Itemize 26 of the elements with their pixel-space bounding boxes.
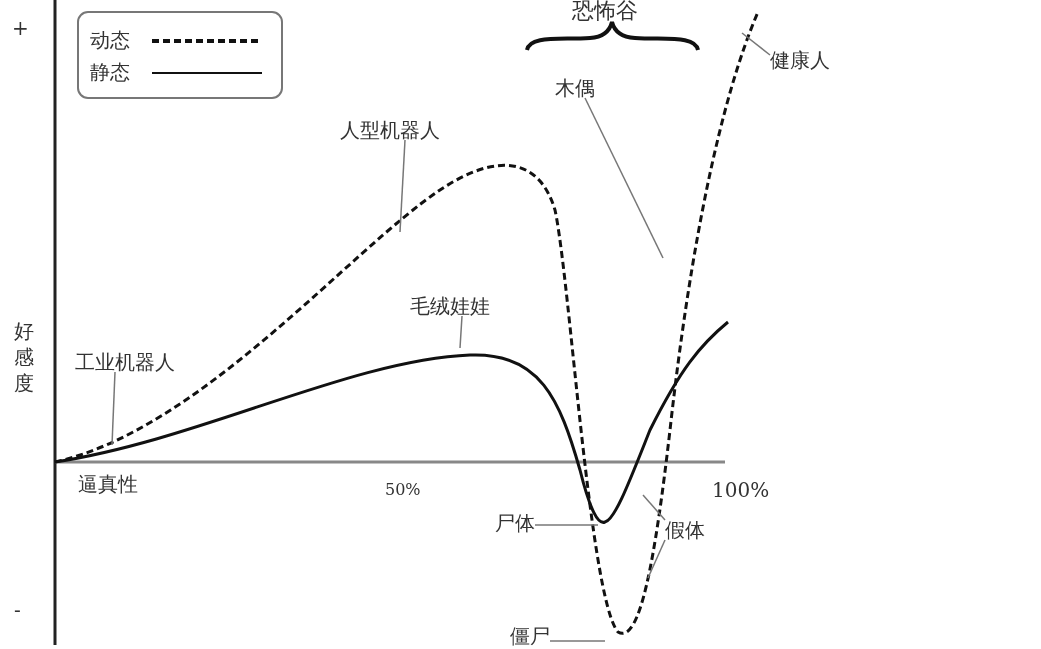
leader-line — [642, 494, 666, 521]
curve-label: 僵尸 — [510, 626, 550, 646]
leader-line — [549, 640, 606, 642]
curve-label: 假体 — [665, 520, 705, 540]
leader-line — [647, 539, 666, 579]
minus-sign: - — [14, 600, 21, 620]
leader-line — [534, 524, 599, 526]
curve-label: 人型机器人 — [340, 120, 440, 140]
curve-label: 尸体 — [495, 513, 535, 533]
leader-line — [459, 315, 463, 349]
axis-title: 好感度 — [14, 318, 35, 396]
tick-label: 100% — [712, 480, 770, 500]
legend-label: 静态 — [90, 62, 130, 82]
plus-sign: + — [12, 18, 29, 38]
title: 恐怖谷 — [572, 0, 638, 22]
curve-label: 工业机器人 — [75, 352, 175, 372]
axis-title: 逼真性 — [78, 474, 138, 494]
curve-label: 毛绒娃娃 — [410, 296, 490, 316]
leader-line — [111, 371, 116, 446]
legend-label: 动态 — [90, 30, 130, 50]
curve-label: 木偶 — [555, 78, 595, 98]
tick-label: 50% — [385, 482, 421, 498]
leader-line — [741, 32, 771, 56]
curve-label: 健康人 — [770, 50, 830, 70]
leader-line — [584, 97, 664, 259]
leader-line — [399, 139, 406, 233]
